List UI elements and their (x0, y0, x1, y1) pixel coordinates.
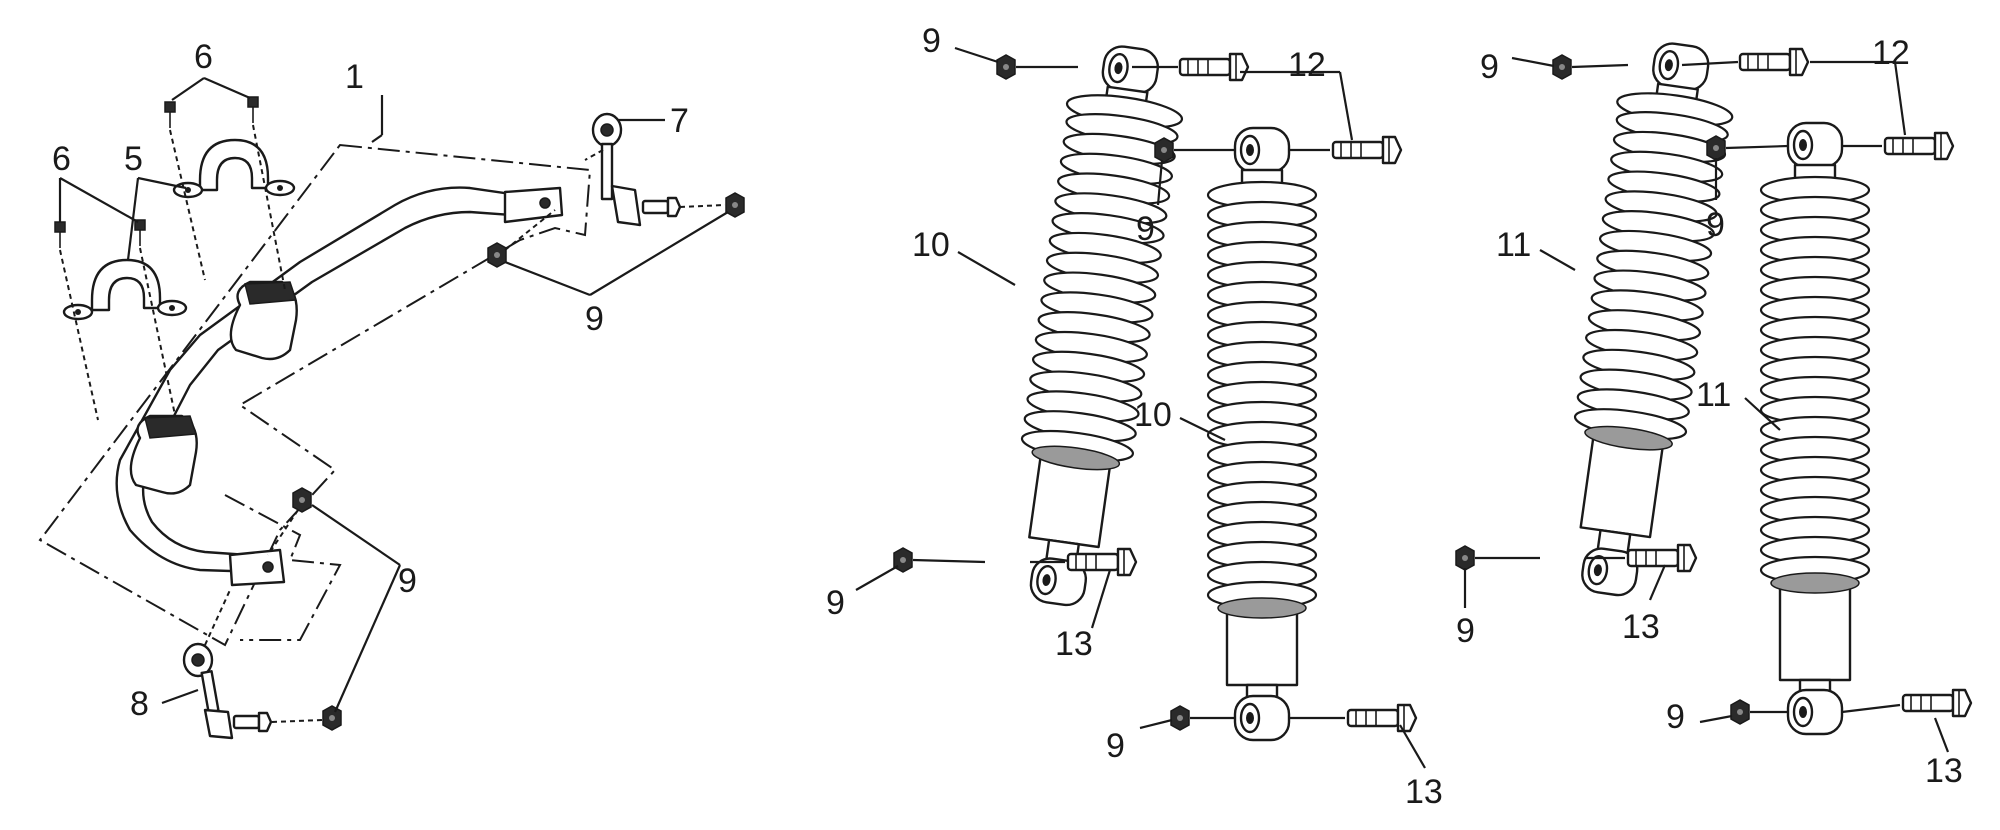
assembly-outline-lower (224, 494, 342, 641)
callout-9-shock11-bottom2: 9 (1666, 698, 1685, 736)
shock-absorber-10-straight (1206, 126, 1318, 742)
stabilizer-link-lower (182, 589, 234, 740)
shock-pair-10: 9 12 9 10 10 9 13 9 13 (826, 22, 1443, 811)
callout-13-b: 13 (1405, 773, 1443, 811)
callout-9-shock10-bottom: 9 (826, 584, 845, 622)
assembly-outline-upper (38, 143, 592, 647)
callout-9-upper-link: 9 (585, 300, 604, 338)
callout-9-shock11-bottom: 9 (1456, 612, 1475, 650)
callout-9-shock11-top2: 9 (1706, 206, 1725, 244)
callout-1: 1 (345, 58, 364, 96)
bracket-upper (172, 138, 296, 199)
callout-7: 7 (670, 102, 689, 140)
callout-9-lower-link: 9 (398, 562, 417, 600)
callout-5: 5 (124, 140, 143, 178)
callout-12-a: 12 (1288, 46, 1326, 84)
callout-13-d: 13 (1925, 752, 1963, 790)
stabilizer-bar (115, 186, 527, 574)
shock-pair-11: 9 12 9 11 11 9 13 9 13 (1455, 34, 1973, 790)
shock-absorber-11-tilted (1573, 40, 1734, 599)
bracket-lower (62, 258, 188, 321)
stabilizer-bar-assembly: 1 6 6 5 7 8 9 9 (38, 38, 745, 740)
callout-11-tilted: 11 (1496, 226, 1531, 264)
callout-13-c: 13 (1622, 608, 1660, 646)
callout-10-tilted: 10 (912, 226, 950, 264)
callout-12-b: 12 (1872, 34, 1910, 72)
callout-13-a: 13 (1055, 625, 1093, 663)
callout-6-lower: 6 (52, 140, 71, 178)
callout-11-straight: 11 (1696, 376, 1731, 414)
callout-9-shock10-top: 9 (922, 22, 941, 60)
callout-6-upper: 6 (194, 38, 213, 76)
shock-absorber-11-straight (1759, 121, 1871, 736)
shock-absorber-10-tilted (1020, 43, 1184, 609)
stabilizer-link-upper (584, 112, 642, 227)
callout-9-shock10-bottom2: 9 (1106, 727, 1125, 765)
callout-8: 8 (130, 685, 149, 723)
callout-9-shock11-top: 9 (1480, 48, 1499, 86)
callout-10-straight: 10 (1134, 396, 1172, 434)
callout-9-shock10-top2: 9 (1136, 210, 1155, 248)
